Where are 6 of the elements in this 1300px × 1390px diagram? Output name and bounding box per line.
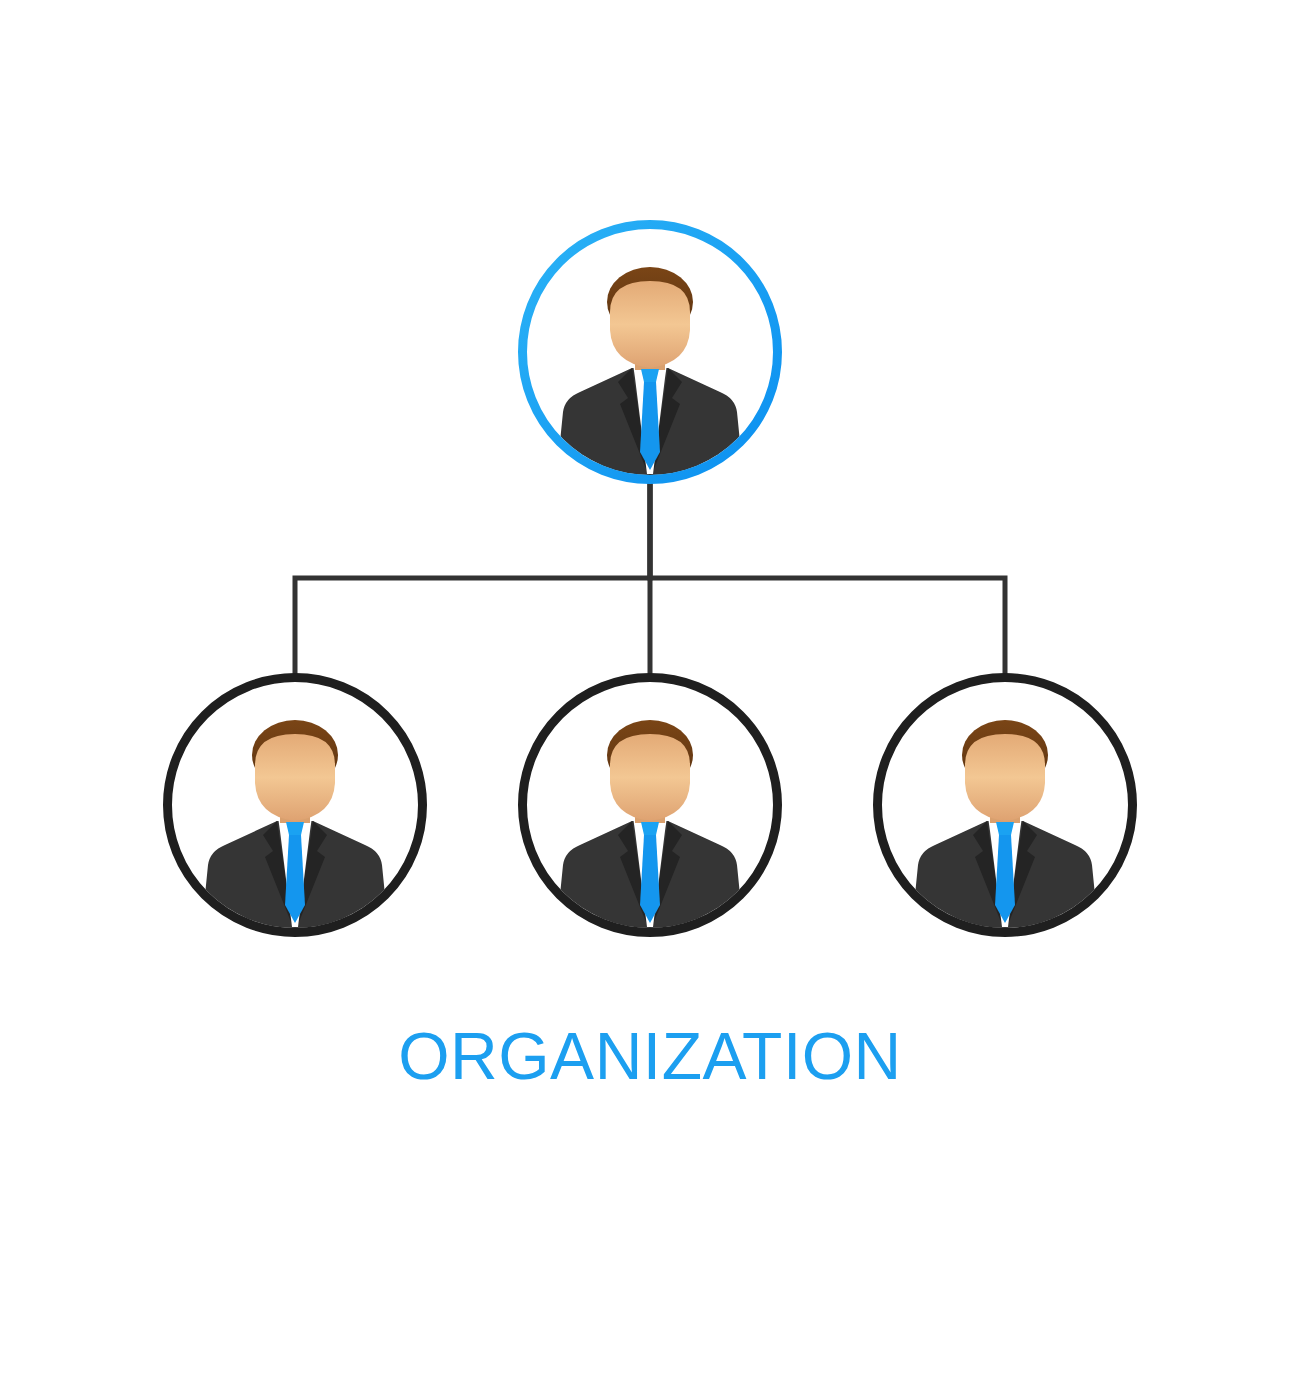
- diagram-title: ORGANIZATION: [398, 1023, 902, 1089]
- person-avatar: [518, 673, 782, 937]
- person-avatar: [518, 220, 782, 484]
- person-avatar: [873, 673, 1137, 937]
- person-avatar: [163, 673, 427, 937]
- connector-line: [647, 481, 1008, 676]
